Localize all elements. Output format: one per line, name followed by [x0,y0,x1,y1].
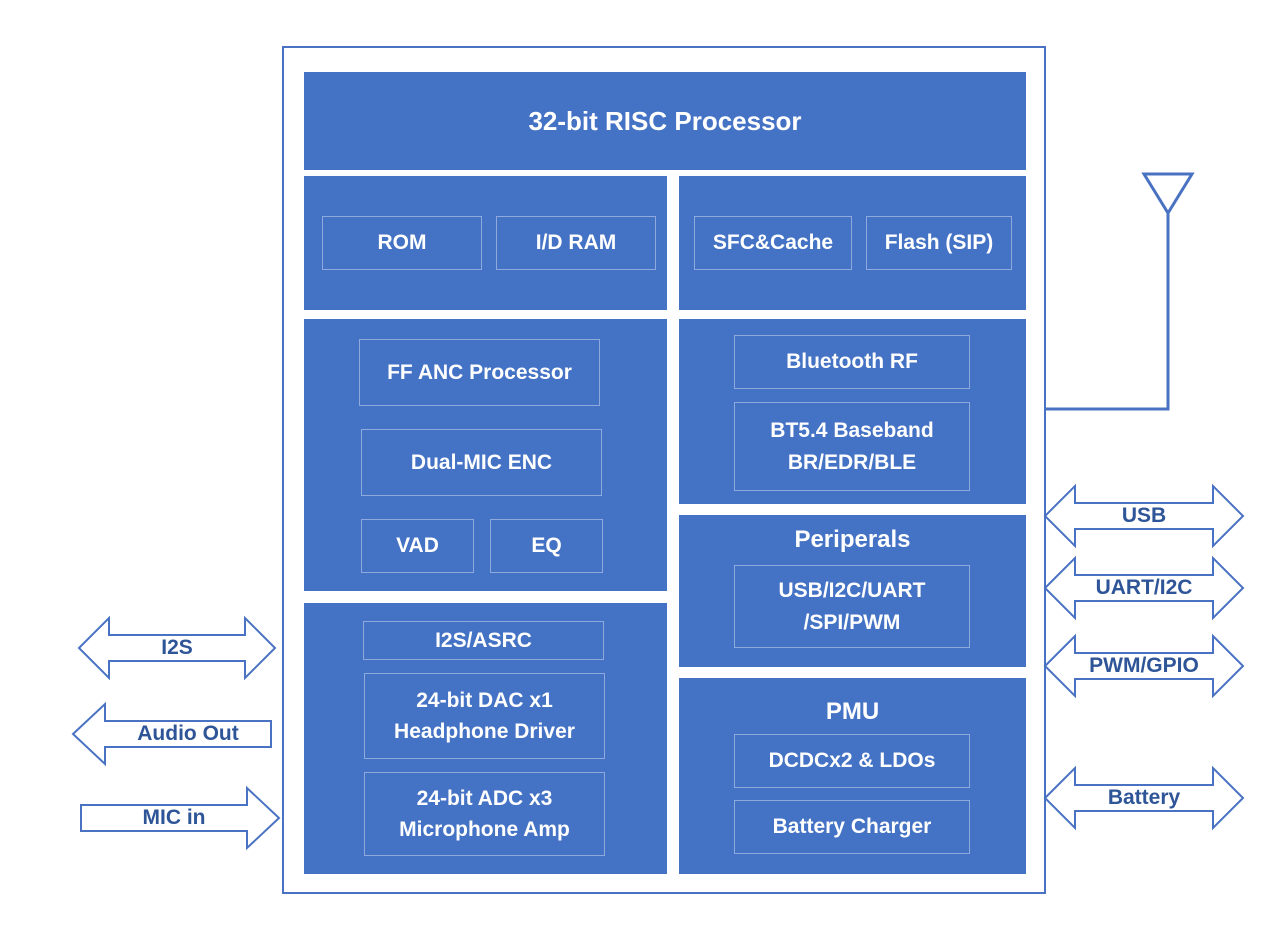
enc-block: Dual-MIC ENC [361,429,602,496]
eq-block: EQ [490,519,603,573]
audio-out-label: Audio Out [137,722,239,745]
battery-arrow [1043,765,1245,831]
mic-in-label: MIC in [142,806,206,829]
audio-out-arrow [71,701,272,767]
peripherals-list-block: USB/I2C/UART /SPI/PWM [734,565,970,648]
pwm-gpio-arrow [1043,633,1245,699]
rom-block: ROM [322,216,482,270]
battery-charger-block: Battery Charger [734,800,970,854]
processor-block: 32-bit RISC Processor [304,72,1026,170]
pwm-gpio-label: PWM/GPIO [1089,654,1199,677]
peripherals-title: Periperals [794,526,911,553]
pmu-title: PMU [825,698,880,725]
dcdc-block: DCDCx2 & LDOs [734,734,970,788]
battery-label: Battery [1107,786,1181,809]
uart-i2c-label: UART/I2C [1095,576,1193,599]
ram-block: I/D RAM [496,216,656,270]
adc-block: 24-bit ADC x3 Microphone Amp [364,772,605,856]
processor-label: 32-bit RISC Processor [528,105,802,136]
antenna-icon [1046,172,1195,411]
sfc-cache-block: SFC&Cache [694,216,852,270]
dac-block: 24-bit DAC x1 Headphone Driver [364,673,605,759]
i2s-label: I2S [161,636,193,659]
bluetooth-rf-block: Bluetooth RF [734,335,970,389]
vad-block: VAD [361,519,474,573]
usb-label: USB [1121,504,1167,527]
uart-i2c-arrow [1043,555,1245,621]
anc-processor-block: FF ANC Processor [359,339,600,406]
mic-in-arrow [80,785,281,851]
i2s-arrow [77,615,277,681]
baseband-block: BT5.4 Baseband BR/EDR/BLE [734,402,970,491]
flash-block: Flash (SIP) [866,216,1012,270]
usb-arrow [1043,483,1245,549]
i2s-asrc-block: I2S/ASRC [363,621,604,660]
